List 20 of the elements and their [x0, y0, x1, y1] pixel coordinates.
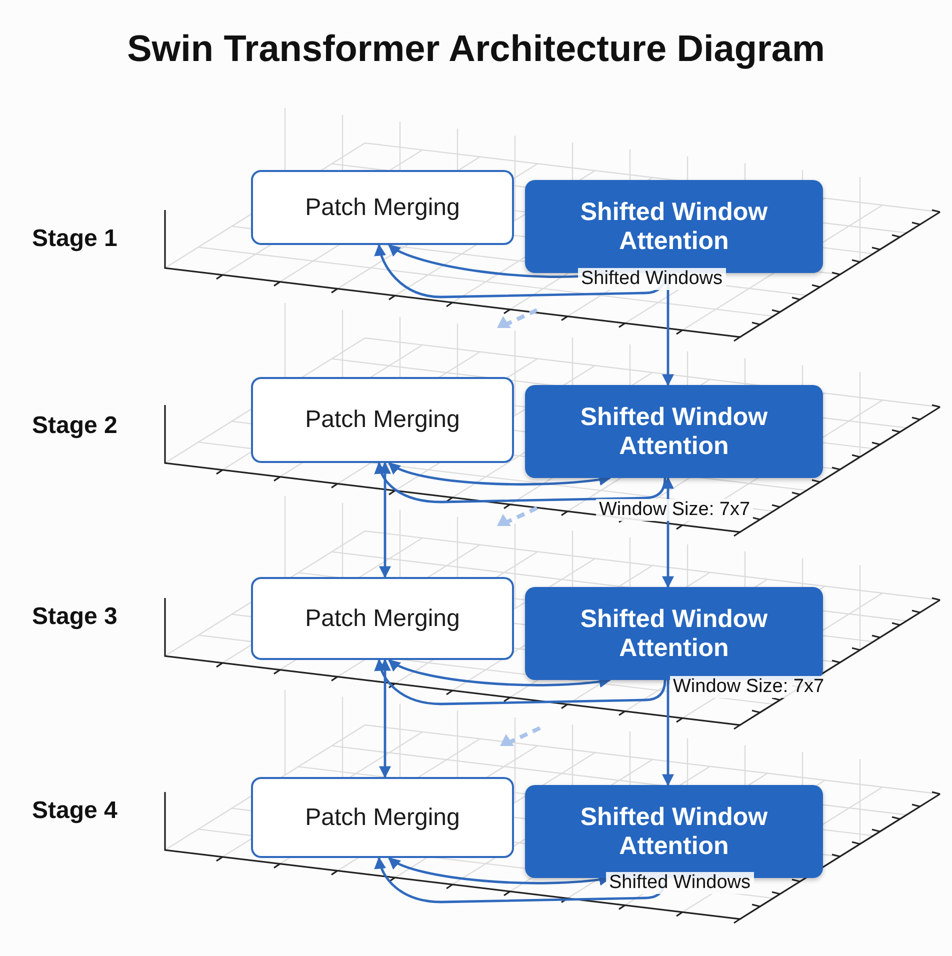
stage-label: Stage 3	[32, 603, 118, 631]
arrow	[379, 658, 391, 778]
arrow	[388, 462, 612, 486]
merging-block: Patch Merging	[251, 170, 514, 245]
arrow	[379, 462, 391, 578]
diagram-title: Swin Transformer Architecture Diagram	[126, 28, 826, 70]
annotation: Shifted Windows	[578, 268, 726, 290]
arrow	[388, 658, 612, 688]
stage-label: Stage 1	[32, 225, 118, 253]
arrow	[662, 680, 674, 786]
annotation: Window Size: 7x7	[596, 499, 754, 521]
stage-label: Stage 2	[32, 412, 118, 440]
arrow	[374, 462, 666, 504]
stage-label: Stage 4	[32, 797, 118, 825]
annotation: Shifted Windows	[606, 872, 754, 894]
attention-block: Shifted Window Attention	[525, 385, 823, 478]
merging-block: Patch Merging	[251, 777, 514, 858]
merging-block: Patch Merging	[251, 577, 514, 660]
merging-block: Patch Merging	[251, 377, 514, 463]
arrow	[374, 658, 666, 706]
